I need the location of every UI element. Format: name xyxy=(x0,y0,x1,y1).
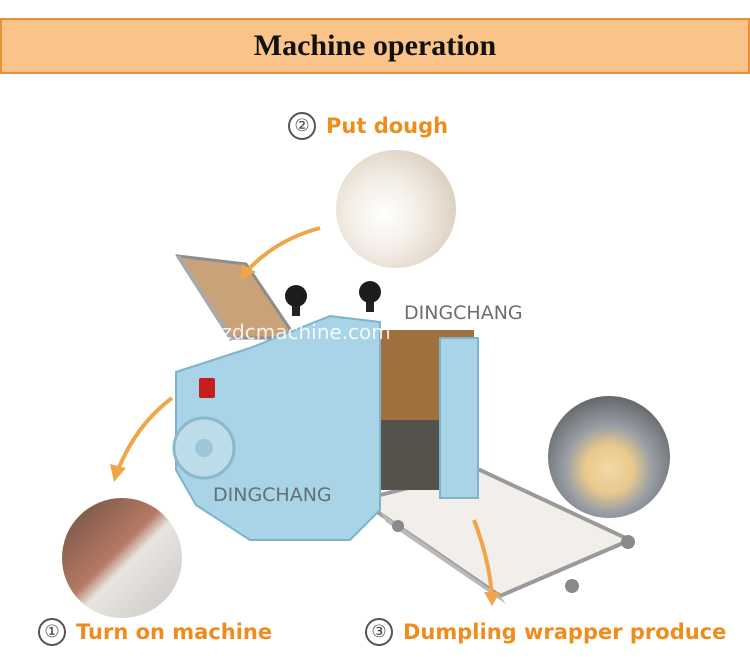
belt-bolt xyxy=(392,520,404,532)
step-label-text: Dumpling wrapper produce xyxy=(403,620,727,644)
adjust-knob xyxy=(359,281,381,303)
arrow-wrapper-head xyxy=(484,592,500,606)
arrow-dough xyxy=(244,226,321,274)
step-number-badge: ③ xyxy=(365,618,393,646)
wrapper-photo xyxy=(548,396,670,518)
dough-photo xyxy=(336,150,456,268)
step-label-text: Turn on machine xyxy=(76,620,273,644)
tray-rail xyxy=(176,254,234,342)
brand-watermark-top: DINGCHANG xyxy=(404,302,523,324)
step-turn-on: ① Turn on machine xyxy=(38,618,272,646)
arrow-switch xyxy=(116,396,174,471)
arrow-switch-head xyxy=(110,464,126,482)
adjust-knob xyxy=(285,285,307,307)
page-title: Machine operation xyxy=(253,29,497,62)
conveyor-side xyxy=(380,512,506,604)
header-banner: Machine operation xyxy=(0,18,750,74)
step-put-dough: ② Put dough xyxy=(288,112,448,140)
belt-bolt xyxy=(621,535,635,549)
arrow-dough-head xyxy=(240,264,256,280)
power-switch xyxy=(199,378,215,398)
website-watermark: jzdcmachine.com xyxy=(216,320,391,344)
step-label-text: Put dough xyxy=(326,114,449,138)
switch-photo xyxy=(62,498,182,618)
fan-hub xyxy=(195,439,213,457)
brand-watermark-bottom: DINGCHANG xyxy=(213,484,332,506)
step-number-badge: ① xyxy=(38,618,66,646)
step-wrapper-produce: ③ Dumpling wrapper produce xyxy=(365,618,726,646)
belt-bolt xyxy=(565,579,579,593)
arrow-wrapper xyxy=(472,519,494,597)
machine-body xyxy=(175,314,381,541)
machine-side-panel xyxy=(439,337,479,499)
step-number-badge: ② xyxy=(288,112,316,140)
